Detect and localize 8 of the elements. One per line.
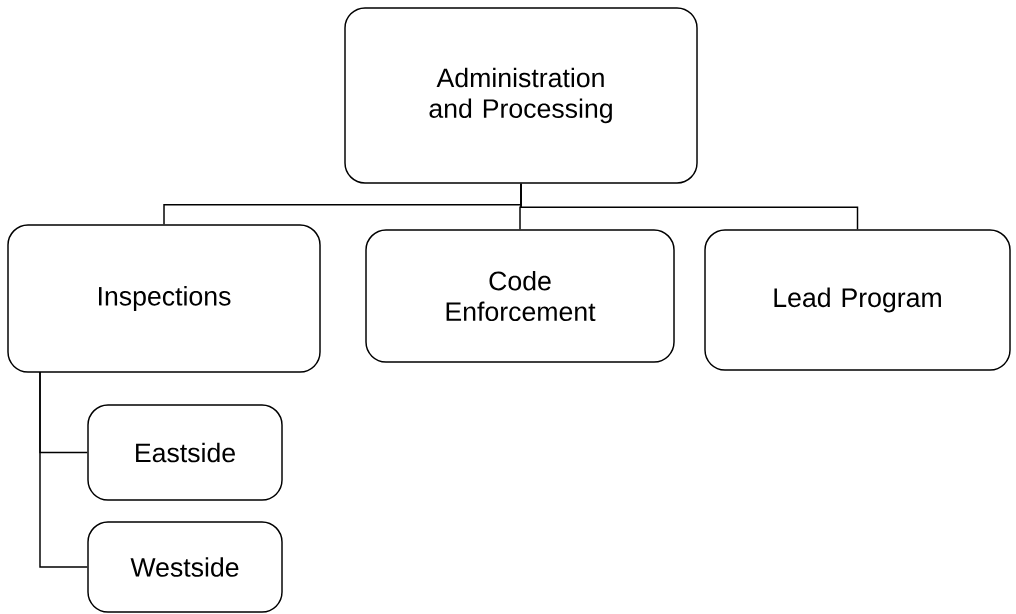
org-box: Westside [87,521,283,613]
connector-line [39,371,88,568]
org-box: Code Enforcement [365,229,675,363]
org-box: Inspections [7,224,321,373]
org-box: Administration and Processing [344,7,698,184]
org-box: Eastside [87,404,283,501]
org-box: Lead Program [704,229,1011,371]
connector-line [520,183,859,230]
